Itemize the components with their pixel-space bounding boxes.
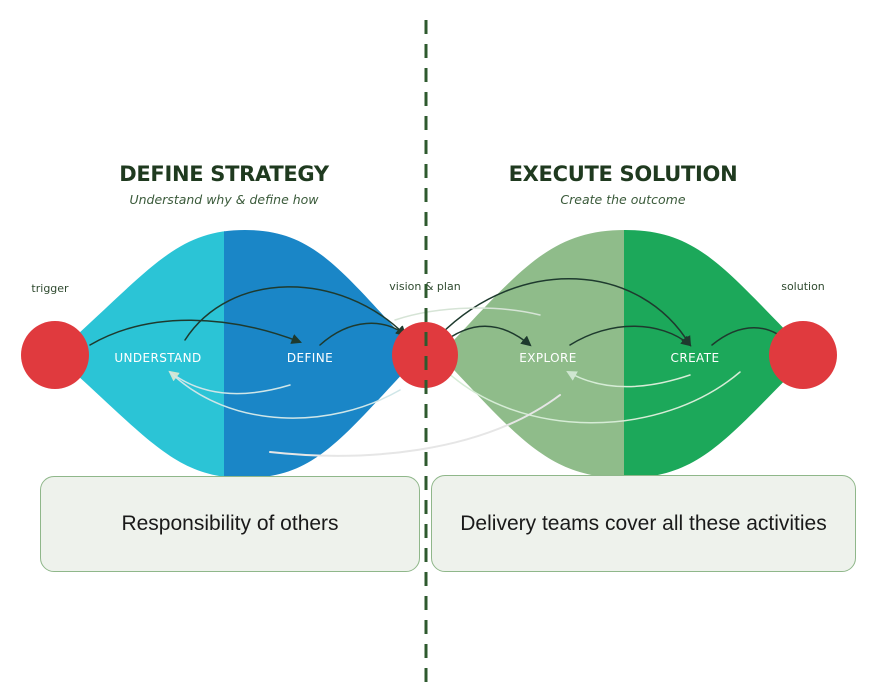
solution-label: solution xyxy=(781,280,825,293)
define-strategy-diamond xyxy=(55,230,420,478)
phase-explore-label: EXPLORE xyxy=(519,351,576,365)
delivery-teams-box: Delivery teams cover all these activitie… xyxy=(431,475,856,572)
phase-create-label: CREATE xyxy=(671,351,720,365)
arrow-understand-to-vision xyxy=(184,286,407,341)
define-strategy-subtitle: Understand why & define how xyxy=(129,192,319,207)
define-strategy-title: DEFINE STRATEGY xyxy=(119,162,330,186)
trigger-label: trigger xyxy=(31,282,69,295)
arrow-vision-loop-back-left xyxy=(269,394,561,457)
flow-arrows xyxy=(89,277,792,457)
arrow-define-to-vision xyxy=(319,322,407,346)
arrow-explore-to-create xyxy=(569,325,692,347)
responsibility-box: Responsibility of others xyxy=(40,476,420,572)
phase-understand-label: UNDERSTAND xyxy=(114,351,201,365)
responsibility-text: Responsibility of others xyxy=(121,512,339,535)
execute-solution-title: EXECUTE SOLUTION xyxy=(509,162,738,186)
phase-define-label: DEFINE xyxy=(287,351,333,365)
vision-plan-node xyxy=(392,322,458,388)
delivery-teams-text: Delivery teams cover all these activitie… xyxy=(460,511,827,535)
arrow-define-back-to-understand xyxy=(168,370,291,395)
solution-node xyxy=(769,321,837,389)
arrow-create-back-to-explore xyxy=(566,370,691,388)
arrow-explore-back-to-vision xyxy=(394,307,541,321)
execute-solution-diamond xyxy=(440,230,810,478)
arrow-solution-back-to-vision xyxy=(444,369,741,424)
arrow-vision-back-to-understand xyxy=(169,371,401,419)
trigger-node xyxy=(21,321,89,389)
execute-solution-subtitle: Create the outcome xyxy=(560,192,685,207)
arrow-understand-to-define xyxy=(89,319,302,346)
